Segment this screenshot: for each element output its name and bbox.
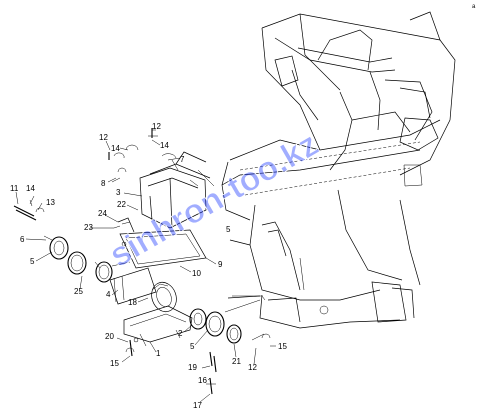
callout-8: 8 (101, 179, 106, 188)
callout-14: 14 (111, 144, 120, 153)
callout-5: 5 (30, 257, 35, 266)
leader-lines (15, 129, 276, 403)
callout-17: 17 (193, 401, 202, 410)
bracket-assembly (117, 151, 215, 269)
callout-19: 19 (188, 363, 197, 372)
callout-2: 2 (178, 329, 183, 338)
callout-14: 14 (26, 184, 35, 193)
callout-25: 25 (74, 287, 83, 296)
callout-23: 23 (84, 223, 93, 232)
callout-7: 7 (180, 155, 185, 164)
callout-4: 4 (106, 290, 111, 299)
callout-20: 20 (105, 332, 114, 341)
callout-5: 5 (190, 342, 195, 351)
callout-10: 10 (192, 269, 201, 278)
callout-labels: 12 12 14 14 7 8 3 11 14 13 22 24 23 6 5 … (10, 4, 476, 410)
callout-15: 15 (110, 359, 119, 368)
watermark-text: sinhron-too.kz (103, 125, 325, 275)
callout-12: 12 (99, 133, 108, 142)
callout-22: 22 (117, 200, 126, 209)
callout-5: 5 (226, 225, 231, 234)
callout-15: 15 (278, 342, 287, 351)
callout-1: 1 (156, 349, 161, 358)
callout-18: 18 (128, 298, 137, 307)
base-plate (123, 305, 193, 347)
callout-12: 12 (152, 122, 161, 131)
callout-9: 9 (218, 260, 223, 269)
callout-24: 24 (98, 209, 107, 218)
callout-13: 13 (46, 198, 55, 207)
machine-frame (221, 11, 456, 329)
callout-6: 6 (20, 235, 25, 244)
shaft-assembly (49, 236, 261, 344)
callout-21: 21 (232, 357, 241, 366)
callout-16: 16 (198, 376, 207, 385)
corner-mark: a (472, 4, 476, 10)
callout-12: 12 (248, 363, 257, 372)
hardware-parts (13, 128, 271, 395)
callout-14: 14 (160, 141, 169, 150)
callout-3: 3 (116, 188, 121, 197)
callout-11: 11 (10, 184, 19, 193)
